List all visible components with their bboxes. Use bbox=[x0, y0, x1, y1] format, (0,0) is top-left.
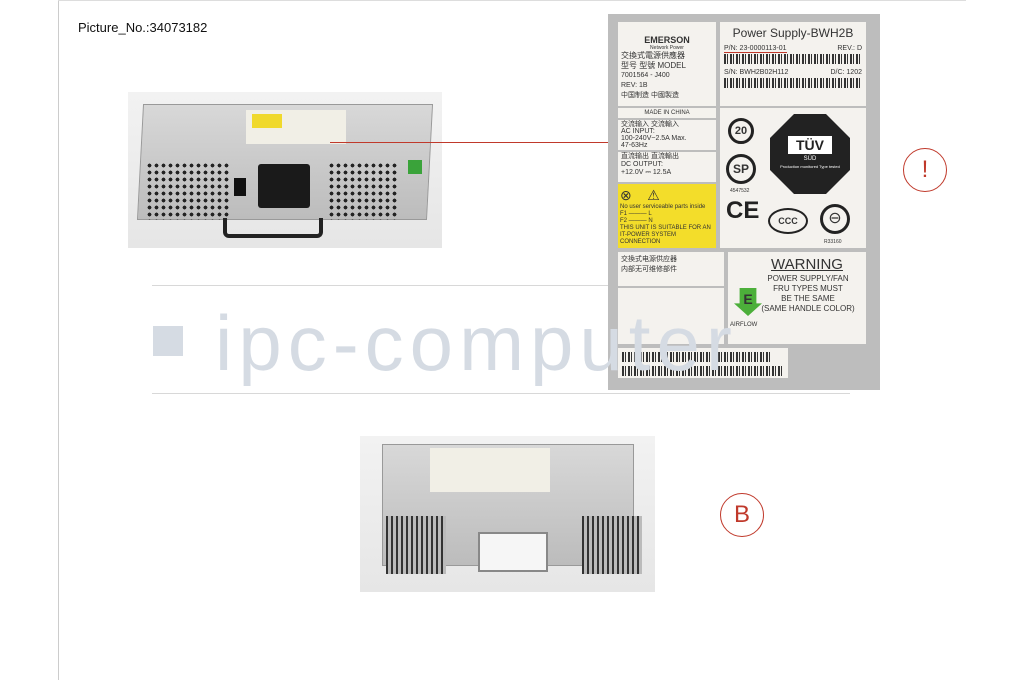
psu-front-photo bbox=[128, 92, 442, 248]
cn-notice bbox=[618, 288, 724, 344]
rev-left: REV: 1B bbox=[621, 82, 648, 89]
warning-line: POWER SUPPLY/FAN bbox=[767, 274, 849, 283]
ac-cn: 交流输入 交流輸入 bbox=[621, 121, 679, 128]
cn-warn-1: 交換式电源供应器 bbox=[621, 256, 677, 263]
dc-title: DC OUTPUT: bbox=[621, 161, 663, 168]
rohs-20-icon: 20 bbox=[728, 118, 754, 144]
ac-title: AC INPUT: bbox=[621, 128, 655, 135]
product-label-photo: EMERSON Network Power 交換式電源供應器 型号 型號 MOD… bbox=[608, 14, 880, 390]
model-line: 型号 型號 MODEL bbox=[621, 61, 686, 70]
made-cn: 中国制造 中國製造 bbox=[621, 92, 679, 99]
connector-line bbox=[330, 142, 610, 143]
hazard-label: ⊗ ⚠ No user serviceable parts inside F1 … bbox=[618, 184, 716, 248]
tuv-text: TÜV bbox=[788, 136, 832, 154]
tuv-icon: TÜV SÜD Production monitored Type tested bbox=[770, 114, 850, 194]
bsmi-icon: ⊖ bbox=[820, 204, 850, 234]
picture-number: Picture_No.:34073182 bbox=[78, 20, 208, 35]
cert-block: 20 SP 4547532 TÜV SÜD Production monitor… bbox=[720, 108, 866, 248]
warning-text: POWER SUPPLY/FAN FRU TYPES MUST BE THE S… bbox=[750, 274, 866, 314]
part-number: P/N: 23-0000113-01 bbox=[724, 45, 787, 53]
watermark-square bbox=[153, 326, 183, 356]
csa-number: 4547532 bbox=[730, 188, 750, 194]
barcode-strip bbox=[618, 348, 788, 378]
cn-warning: 交換式电源供应器 内部无可维修部件 bbox=[618, 252, 724, 286]
callout-exclamation: ! bbox=[903, 148, 947, 192]
no-serviceable: No user serviceable parts inside bbox=[620, 204, 706, 210]
dc-value: +12.0V ⎓ 12.5A bbox=[621, 169, 672, 176]
tuv-note: Production monitored Type tested bbox=[780, 164, 840, 169]
it-power-note: THIS UNIT IS SUITABLE FOR AN IT-POWER SY… bbox=[620, 225, 711, 245]
warning-line: (SAME HANDLE COLOR) bbox=[761, 304, 855, 313]
ccc-icon: CCC bbox=[768, 208, 808, 234]
warning-title: WARNING bbox=[771, 256, 843, 273]
warning-line: FRU TYPES MUST bbox=[773, 284, 843, 293]
psu-rear-photo bbox=[360, 436, 655, 592]
frame-border-left bbox=[58, 0, 59, 680]
fuse-f2: F2 ——— N bbox=[620, 218, 653, 224]
warning-block: WARNING POWER SUPPLY/FAN FRU TYPES MUST … bbox=[728, 252, 866, 344]
ac-value: 100-240V~2.5A Max. bbox=[621, 135, 687, 142]
cn-title: 交換式電源供應器 bbox=[621, 51, 685, 60]
label-title-block: Power Supply-BWH2B P/N: 23-0000113-01 REV… bbox=[720, 22, 866, 106]
warning-line: BE THE SAME bbox=[781, 294, 835, 303]
tuv-sub: SÜD bbox=[803, 156, 817, 162]
label-left-block: EMERSON Network Power 交換式電源供應器 型号 型號 MOD… bbox=[618, 22, 716, 106]
cn-warn-2: 内部无可维修部件 bbox=[621, 266, 677, 273]
brand: EMERSON bbox=[644, 35, 690, 45]
serial-number: S/N: BWH2B02H112 bbox=[724, 69, 789, 76]
ac-input: 交流输入 交流輸入 AC INPUT: 100-240V~2.5A Max. 4… bbox=[618, 120, 716, 150]
watermark-rule-top bbox=[152, 285, 850, 286]
bsmi-number: R33160 bbox=[824, 239, 842, 245]
dc-output: 直流输出 直流輸出 DC OUTPUT: +12.0V ⎓ 12.5A bbox=[618, 152, 716, 182]
label-title: Power Supply-BWH2B bbox=[732, 26, 854, 40]
dc-cn: 直流输出 直流輸出 bbox=[621, 153, 679, 160]
made-in: MADE IN CHINA bbox=[618, 108, 716, 118]
revision: REV.: D bbox=[837, 45, 862, 52]
watermark: ipc-computer bbox=[215, 299, 738, 387]
airflow-label: AIRFLOW bbox=[730, 322, 758, 328]
csa-icon: SP bbox=[726, 154, 756, 184]
watermark-rule-bottom bbox=[152, 393, 850, 394]
ce-icon: CE bbox=[726, 197, 760, 224]
frame-border-top bbox=[58, 0, 966, 1]
model: 7001564 - J400 bbox=[621, 72, 670, 79]
callout-b: B bbox=[720, 493, 764, 537]
date-code: D/C: 1202 bbox=[830, 69, 862, 76]
fuse-f1: F1 ——— L bbox=[620, 211, 652, 217]
ac-hz: 47-63Hz bbox=[621, 142, 648, 149]
brand-sub: Network Power bbox=[650, 45, 684, 51]
